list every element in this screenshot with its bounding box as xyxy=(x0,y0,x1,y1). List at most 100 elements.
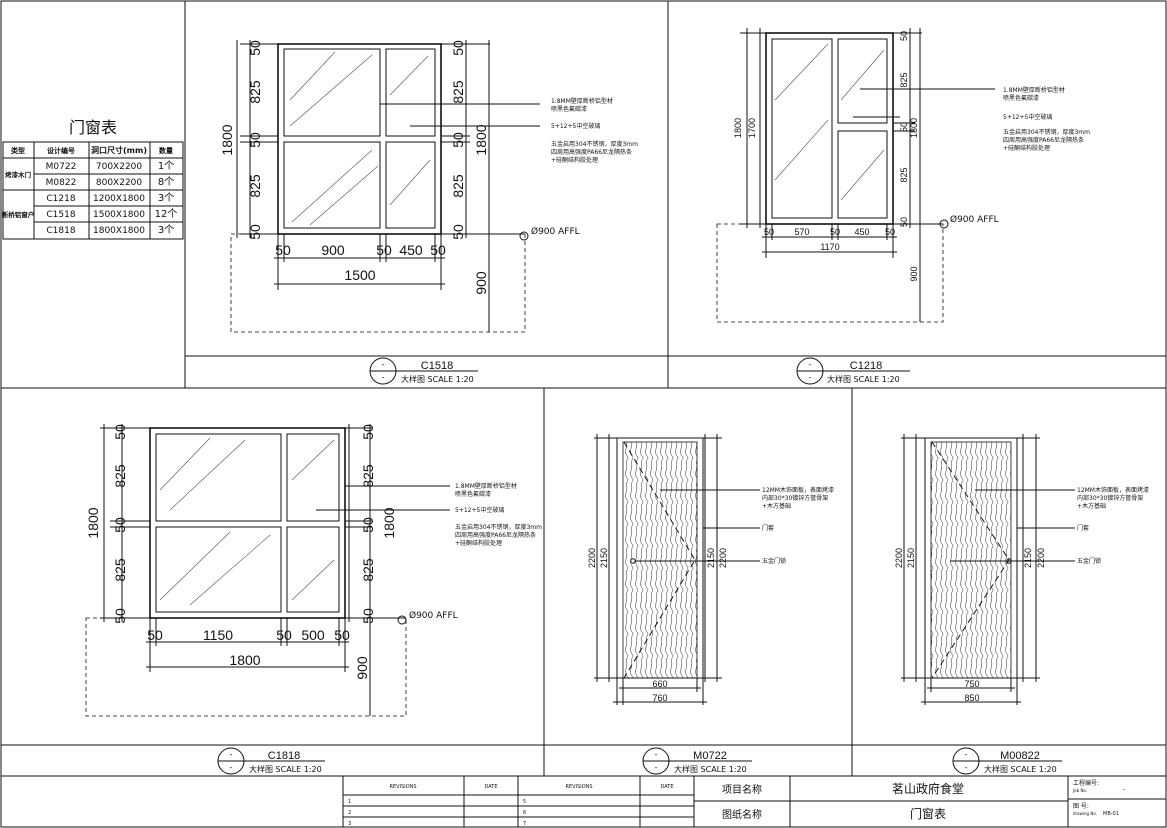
dim-label: 825 xyxy=(112,558,128,582)
dim-label: 2150 xyxy=(1023,548,1033,568)
dim-label: 50 xyxy=(899,31,909,41)
job-label: 工程编号: xyxy=(1073,779,1099,787)
drawing-name: 门窗表 xyxy=(910,806,946,821)
svg-text:-: - xyxy=(965,763,968,772)
dim-label: 760 xyxy=(652,693,667,703)
dim-label: 750 xyxy=(964,679,979,689)
level-marker-icon xyxy=(397,615,407,625)
dim-label: 50 xyxy=(830,227,840,237)
dim-label: 50 xyxy=(885,227,895,237)
revision-row: 6 xyxy=(523,810,526,816)
svg-text:-: - xyxy=(382,373,385,382)
note-hardware: +硅酮结构胶处理 xyxy=(1003,144,1050,152)
schedule-header-type: 类型 xyxy=(11,146,25,155)
note-panel: +木方基础 xyxy=(1077,502,1106,510)
level-marker-icon xyxy=(939,219,949,229)
dim-label: 825 xyxy=(899,167,909,182)
schedule-group-type: 断桥铝窗户 xyxy=(2,210,35,219)
schedule-cell: 3个 xyxy=(158,192,174,204)
dim-label: 50 xyxy=(899,122,909,132)
schedule-cell: 3个 xyxy=(158,224,174,236)
dim-label: 50 xyxy=(247,224,263,240)
dim-label: 50 xyxy=(450,132,466,148)
drawing-scale: 大样图 SCALE 1:20 xyxy=(674,764,747,774)
dim-label: 1800 xyxy=(85,507,101,538)
note-panel: 12MM木饰面板，表面烤漆 xyxy=(1077,486,1149,494)
schedule-cell: C1518 xyxy=(46,210,75,220)
revision-row: 7 xyxy=(523,821,526,827)
note-panel: 内部30*30镀锌方管骨架 xyxy=(762,494,828,502)
note-lock: 五金门锁 xyxy=(762,557,786,565)
dim-label: 50 xyxy=(430,242,446,258)
sheet-label-en: drawing No. xyxy=(1073,811,1097,816)
schedule-cell: 1500X1800 xyxy=(93,210,145,220)
schedule-cell: 800X2200 xyxy=(96,178,143,188)
dim-label: 50 xyxy=(450,224,466,240)
note-hardware: 四周用高强度PA66尼龙隔热条 xyxy=(551,148,632,156)
note-glass: 5+12+5中空玻璃 xyxy=(551,122,600,130)
dim-label: 2200 xyxy=(894,548,904,568)
dim-label: 1800 xyxy=(909,118,919,138)
schedule-cell: 8个 xyxy=(158,176,174,188)
drawing-title: C1818 xyxy=(268,750,300,762)
door-m0722-elevation: 2200 2150 2150 2200 660 760 12MM木饰面板，表面烤… xyxy=(587,434,834,705)
dim-label: 900 xyxy=(354,656,370,680)
dim-label: 50 xyxy=(899,217,909,227)
schedule-cell: 1800X1800 xyxy=(93,226,145,236)
dim-label: 50 xyxy=(112,517,128,533)
schedule-cell: 1个 xyxy=(158,160,174,172)
svg-text:-: - xyxy=(230,750,233,759)
dim-label: 1800 xyxy=(733,118,743,138)
dim-label: 1170 xyxy=(820,242,839,252)
affl-label: Ø900 AFFL xyxy=(409,610,458,621)
title-block: REVISIONS DATE REVISIONS DATE 1 2 3 5 6 … xyxy=(342,776,1166,827)
dim-label: 50 xyxy=(764,227,774,237)
note-glass: 5+12+5中空玻璃 xyxy=(455,506,504,514)
dim-label: 1700 xyxy=(747,118,757,138)
schedule-group-type: 烤漆木门 xyxy=(5,170,32,179)
drawing-label: 图纸名称 xyxy=(722,808,762,821)
schedule-cell: 700X2200 xyxy=(96,162,143,172)
dim-label: 825 xyxy=(899,72,909,87)
dim-label: 450 xyxy=(399,242,423,258)
drawing-scale: 大样图 SCALE 1:20 xyxy=(249,764,322,774)
dim-label: 2150 xyxy=(599,548,609,568)
schedule-cell: C1218 xyxy=(46,194,75,204)
note-hardware: +硅酮结构胶处理 xyxy=(455,539,502,547)
job-label-en: Job No. xyxy=(1072,788,1087,793)
revision-row: 2 xyxy=(348,810,351,816)
svg-text:-: - xyxy=(655,763,658,772)
dim-label: 50 xyxy=(147,627,163,643)
note-hardware: 五金启用304不锈钢，厚度3mm xyxy=(551,140,638,148)
dim-label: 825 xyxy=(450,174,466,198)
dim-label: 50 xyxy=(247,40,263,56)
dim-label: 2200 xyxy=(1036,548,1046,568)
note-hardware: 五金启用304不锈钢，厚度3mm xyxy=(455,523,542,531)
revisions-header: REVISIONS xyxy=(389,784,416,790)
note-casing: 门套 xyxy=(762,524,774,532)
drawing-scale: 大样图 SCALE 1:20 xyxy=(401,374,474,384)
project-label: 项目名称 xyxy=(722,783,762,796)
title-tag-m0722: - - M0722 大样图 SCALE 1:20 xyxy=(642,747,752,775)
schedule-cell: M0722 xyxy=(46,162,77,172)
dim-label: 50 xyxy=(275,242,291,258)
schedule-header-size: 洞口尺寸(mm) xyxy=(91,145,147,155)
window-c1818-elevation: 50 825 50 825 50 1800 50 825 50 825 50 1… xyxy=(85,424,542,717)
schedule-cell: C1818 xyxy=(46,226,75,236)
note-frame: 1.8MM壁厚断桥铝型材 xyxy=(1003,86,1065,94)
dim-label: 2200 xyxy=(718,548,728,568)
dim-label: 825 xyxy=(360,464,376,488)
drawing-title: C1218 xyxy=(850,360,882,372)
dim-label: 2150 xyxy=(906,548,916,568)
dim-label: 1800 xyxy=(381,507,397,538)
note-lock: 五金门锁 xyxy=(1077,557,1101,565)
level-marker-icon xyxy=(519,231,529,241)
revision-row: 1 xyxy=(348,799,351,805)
note-hardware: 四周用高强度PA66尼龙隔热条 xyxy=(455,531,536,539)
note-frame: 1.8MM壁厚断桥铝型材 xyxy=(455,482,517,490)
dim-label: 825 xyxy=(450,80,466,104)
schedule-header-code: 设计编号 xyxy=(47,146,75,155)
job-value: - xyxy=(1123,786,1125,793)
note-hardware: 五金启用304不锈钢，厚度3mm xyxy=(1003,128,1090,136)
dim-label: 660 xyxy=(652,679,667,689)
